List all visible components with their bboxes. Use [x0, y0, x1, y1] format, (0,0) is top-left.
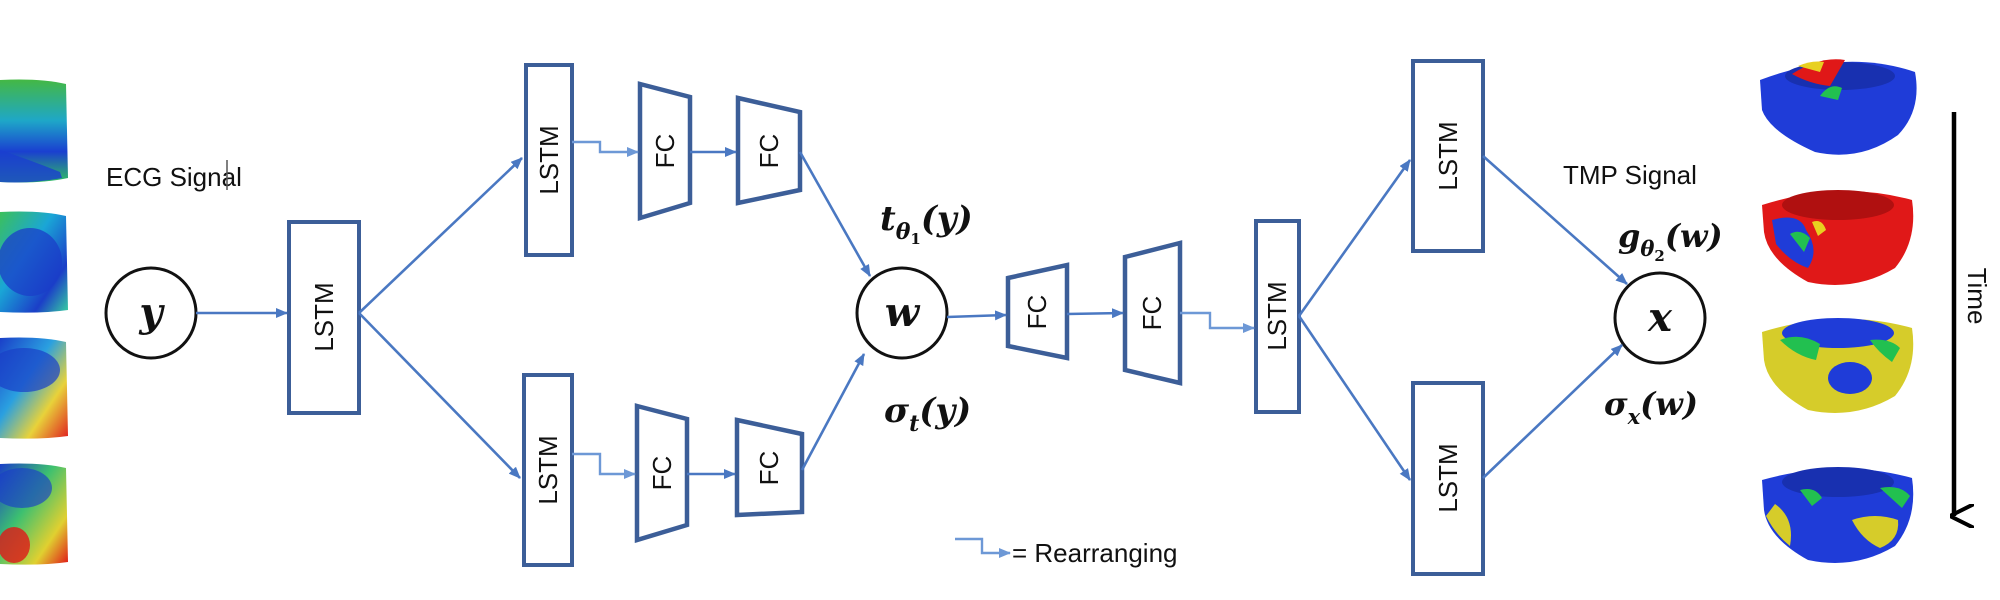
time-label: Time — [1962, 268, 1992, 325]
output-lower-lstm-label: LSTM — [1433, 443, 1463, 512]
lower-lstm-label: LSTM — [533, 435, 563, 504]
lower-fc-1: FC — [634, 403, 690, 544]
upper-lstm-label: LSTM — [534, 125, 564, 194]
upper-fc-2: FC — [735, 95, 803, 206]
decoder-lstm: LSTM — [1254, 219, 1301, 414]
heart-render-1 — [1760, 59, 1917, 155]
legend-rearrange-icon — [955, 537, 1011, 558]
arrow-lower-fc2-to-w — [800, 353, 866, 471]
encoder-lstm-label: LSTM — [309, 282, 339, 351]
decoder-fc-1: FC — [1005, 262, 1070, 361]
arrow-upper-to-x — [1482, 155, 1628, 285]
node-x-label: x — [1647, 294, 1673, 341]
node-y-label: y — [138, 289, 165, 336]
arrow-fc-to-fc — [1066, 308, 1124, 319]
legend-label: = Rearranging — [1012, 538, 1178, 568]
node-w-label: w — [885, 289, 921, 336]
decoder-fc-2: FC — [1122, 240, 1183, 386]
heart-render-2 — [1762, 190, 1914, 285]
sigma-x-of-w: σx(w) — [1604, 385, 1698, 429]
ecg-heatmap-strips — [0, 79, 68, 565]
node-w: w — [855, 266, 949, 360]
lower-branch-lstm: LSTM — [522, 373, 574, 567]
output-upper-lstm: LSTM — [1411, 59, 1485, 253]
time-axis: Time — [1954, 112, 1992, 516]
lower-fc-2: FC — [734, 417, 805, 518]
rearranging-connectors — [572, 140, 1255, 479]
upper-branch-lstm: LSTM — [524, 63, 574, 257]
arrow-dec-lstm-to-lower — [1297, 315, 1412, 481]
arrow-lower-to-x — [1482, 344, 1623, 479]
node-y: y — [104, 266, 198, 360]
decoder-lstm-label: LSTM — [1262, 281, 1292, 350]
connection-arrows — [196, 147, 1628, 481]
sigma-t-of-y: σt(y) — [884, 391, 971, 437]
arrow-lstm-to-lower-lstm — [358, 312, 521, 479]
output-lower-lstm: LSTM — [1411, 381, 1485, 576]
heart-renderings — [1760, 59, 1917, 563]
arrow-w-to-fc — [946, 310, 1007, 321]
heart-render-3 — [1762, 318, 1914, 413]
rearrange-lower — [572, 452, 636, 479]
lower-fc-1-label: FC — [647, 456, 677, 491]
t-theta1-of-y: tθ1(y) — [880, 199, 973, 248]
upper-fc-1-label: FC — [650, 134, 680, 169]
upper-fc-1: FC — [637, 81, 693, 222]
arrow-dec-lstm-to-upper — [1297, 159, 1412, 317]
legend-rearranging: = Rearranging — [955, 537, 1178, 568]
upper-fc-2-label: FC — [754, 134, 784, 169]
heart-render-4 — [1762, 467, 1914, 563]
encoder-lstm: LSTM — [287, 220, 361, 415]
tmp-signal-label: TMP Signal — [1563, 160, 1697, 190]
arrow-lstm-to-upper-lstm — [358, 157, 523, 314]
arrow-upper-fc2-to-w — [798, 151, 872, 277]
decoder-fc-1-label: FC — [1022, 295, 1052, 330]
node-x: x — [1613, 271, 1707, 365]
g-theta2-of-w: gθ2(w) — [1618, 217, 1723, 265]
ecg-signal-label: ECG Signal — [106, 162, 242, 192]
rearrange-decoder — [1180, 311, 1255, 333]
rearrange-upper — [572, 140, 639, 157]
lower-fc-2-label: FC — [754, 451, 784, 486]
decoder-fc-2-label: FC — [1137, 296, 1167, 331]
output-upper-lstm-label: LSTM — [1433, 121, 1463, 190]
